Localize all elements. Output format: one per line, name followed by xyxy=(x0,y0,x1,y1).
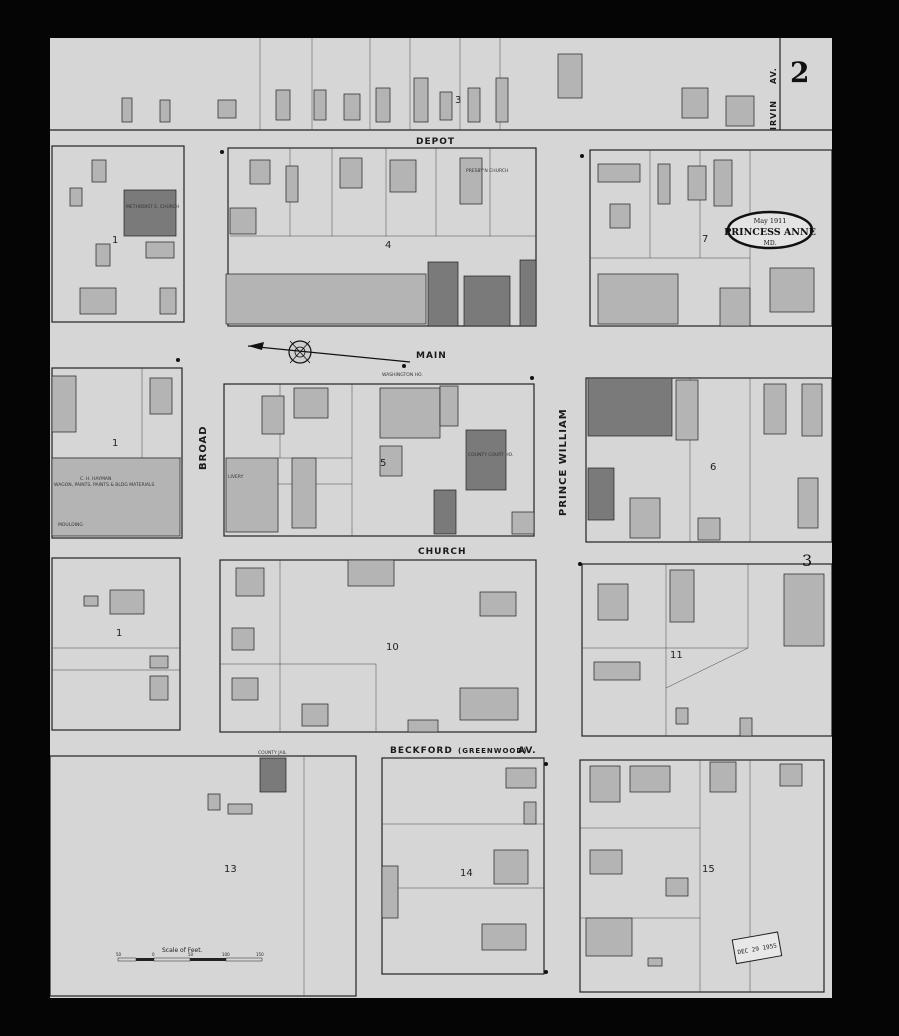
sheet-number: 2 xyxy=(790,56,809,89)
next-sheet-marker: 3 xyxy=(802,551,812,570)
washington-ho-label: WASHINGTON HO. xyxy=(382,372,423,378)
scale-tick: 150 xyxy=(256,952,264,957)
methodist-church-building xyxy=(123,189,177,237)
hayman-sub-label: WAGON, PAINTS, PAINTS & BLDG MATERIALS xyxy=(54,482,155,488)
street-label-main: MAIN xyxy=(416,351,447,361)
block-number: 4 xyxy=(385,240,391,251)
street-label-irvin-suffix: AV. xyxy=(769,67,778,84)
street-label-beckford-suffix: AV. xyxy=(518,746,537,756)
hayman-label: C. H. HAYMAN xyxy=(80,476,111,482)
cartouche-town: PRINCESS ANNE xyxy=(724,227,816,238)
block-number: 14 xyxy=(460,868,473,879)
block-outlines xyxy=(50,38,832,997)
block-number: 5 xyxy=(380,458,386,469)
street-label-prince-william: PRINCE WILLIAM xyxy=(558,408,569,516)
corner-markers xyxy=(176,150,584,974)
scale-bar: Scale of Feet. 50 0 50 100 150 xyxy=(116,947,264,962)
cartouche-date: May 1911 xyxy=(754,217,787,225)
map-sheet: DEPOT MAIN CHURCH BECKFORD (GREENWOOD) A… xyxy=(50,38,832,998)
street-label-beckford: BECKFORD xyxy=(390,746,453,756)
block-number: 1 xyxy=(116,628,122,639)
north-arrow-icon xyxy=(247,340,411,364)
block-number: 15 xyxy=(702,864,715,875)
receipt-stamp: DEC 29 1955 xyxy=(731,931,783,965)
block-number: 1 xyxy=(112,438,118,449)
fire-insurance-map: DEPOT MAIN CHURCH BECKFORD (GREENWOOD) A… xyxy=(50,38,832,998)
street-label-broad: BROAD xyxy=(198,425,209,470)
county-jail-building xyxy=(259,757,287,793)
block-numbers: 1 4 3 7 1 5 6 1 10 11 13 14 15 xyxy=(112,95,716,879)
county-court-house-building xyxy=(465,429,507,491)
block-number: 10 xyxy=(386,642,399,653)
scale-tick: 0 xyxy=(152,952,155,957)
moulding-label: MOULDING xyxy=(58,522,83,528)
methodist-church-label: METHODIST E. CHURCH xyxy=(126,204,179,210)
street-label-irvin: IRVIN xyxy=(769,100,778,130)
county-jail-label: COUNTY JAIL xyxy=(258,750,287,756)
title-cartouche: May 1911 PRINCESS ANNE MD. xyxy=(724,210,816,250)
scale-label: Scale of Feet. xyxy=(162,947,203,954)
block-number: 7 xyxy=(702,234,708,245)
scale-tick: 100 xyxy=(222,952,230,957)
street-label-depot: DEPOT xyxy=(416,137,455,147)
block-number: 1 xyxy=(112,235,118,246)
street-label-church: CHURCH xyxy=(418,547,467,557)
block-number: 3 xyxy=(455,95,461,106)
buildings xyxy=(51,53,825,967)
court-house-label: COUNTY COURT HO. xyxy=(468,452,513,458)
livery-label: LIVERY xyxy=(228,474,244,480)
street-label-beckford-alt: (GREENWOOD) xyxy=(458,747,527,755)
block-number: 13 xyxy=(224,864,237,875)
cartouche-state: MD. xyxy=(764,240,777,247)
presby-church-label: PRESBY'N CHURCH xyxy=(466,168,508,174)
scale-tick: 50 xyxy=(188,952,194,957)
block-number: 6 xyxy=(710,462,716,473)
scale-tick: 50 xyxy=(116,952,122,957)
block-number: 11 xyxy=(670,650,683,661)
